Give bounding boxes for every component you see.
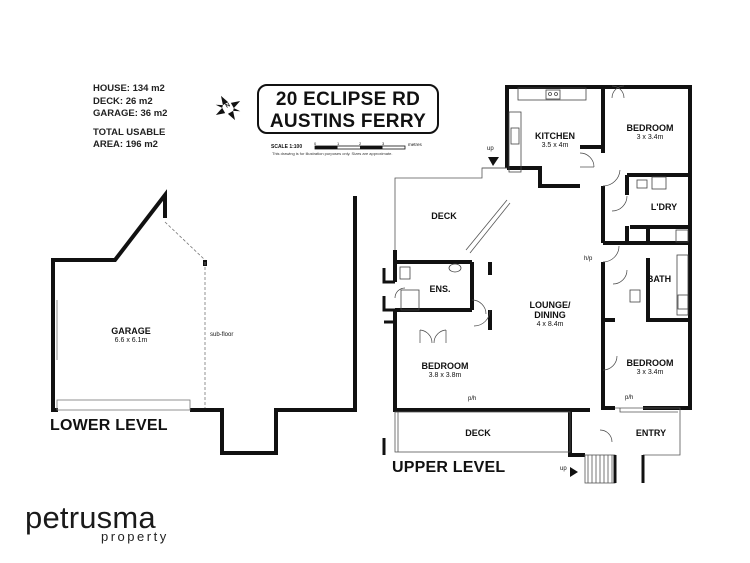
room-bedroom-top: BEDROOM 3 x 3.4m bbox=[627, 123, 674, 141]
room-name: DECK bbox=[465, 428, 491, 438]
area-stats: HOUSE: 134 m2 DECK: 26 m2 GARAGE: 36 m2 … bbox=[93, 83, 167, 152]
scale-unit: metres bbox=[408, 142, 422, 147]
scale-bar bbox=[314, 145, 406, 150]
scale-tick: 0 bbox=[314, 141, 317, 146]
up-label: up bbox=[560, 466, 567, 472]
room-dimensions: 4 x 8.4m bbox=[536, 321, 564, 328]
scale-tick: 2 bbox=[359, 141, 362, 146]
room-ensuite: ENS. bbox=[429, 284, 450, 294]
address-line2: AUSTINS FERRY bbox=[269, 111, 427, 132]
room-name: GARAGE bbox=[111, 326, 151, 336]
room-name-line2: DINING bbox=[534, 310, 566, 320]
room-name: LOUNGE/ bbox=[529, 300, 571, 310]
room-dimensions: 3 x 3.4m bbox=[636, 134, 664, 141]
garage-area: GARAGE: 36 m2 bbox=[93, 108, 168, 119]
room-garage: GARAGE 6.6 x 6.1m bbox=[111, 326, 151, 344]
room-laundry: L'DRY bbox=[651, 202, 677, 212]
upper-level-walls bbox=[393, 85, 692, 457]
hot-water-label: h/p bbox=[584, 256, 593, 262]
total-area: AREA: 196 m2 bbox=[93, 139, 158, 150]
scale-label: SCALE 1:100 bbox=[271, 144, 303, 150]
room-bath: BATH bbox=[647, 274, 671, 284]
up-arrow-icon bbox=[570, 467, 578, 477]
address-line1: 20 ECLIPSE RD bbox=[275, 89, 421, 110]
scale-tick: 1 bbox=[337, 141, 340, 146]
address-box: 20 ECLIPSE RD AUSTINS FERRY bbox=[257, 84, 439, 134]
disclaimer: This drawing is for illustration purpose… bbox=[272, 151, 393, 156]
room-name: BEDROOM bbox=[626, 358, 674, 368]
pantry-label: p/h bbox=[468, 396, 477, 402]
house-area: HOUSE: 134 m2 bbox=[93, 83, 165, 94]
upper-level-title: UPPER LEVEL bbox=[392, 459, 506, 476]
logo-wordmark: petrusma bbox=[25, 500, 156, 535]
room-lounge-dining: LOUNGE/ DINING 4 x 8.4m bbox=[529, 300, 570, 328]
room-deck-lower: DECK bbox=[465, 428, 491, 438]
room-name: ENTRY bbox=[635, 428, 667, 438]
room-dimensions: 6.6 x 6.1m bbox=[114, 337, 148, 344]
room-dimensions: 3.5 x 4m bbox=[541, 142, 569, 149]
room-bedroom-right: BEDROOM 3 x 3.4m bbox=[627, 358, 674, 376]
room-deck-upper: DECK bbox=[431, 211, 457, 221]
room-name: DECK bbox=[431, 211, 457, 221]
room-name: ENS. bbox=[429, 284, 451, 294]
room-kitchen: KITCHEN 3.5 x 4m bbox=[535, 131, 575, 149]
total-label: TOTAL USABLE bbox=[93, 126, 166, 138]
deck-area: DECK: 26 m2 bbox=[93, 95, 153, 107]
room-name: BEDROOM bbox=[421, 361, 469, 371]
scale-tick: 3 bbox=[382, 141, 385, 146]
lower-level-title: LOWER LEVEL bbox=[50, 417, 168, 434]
up-arrow-icon bbox=[488, 157, 499, 166]
room-name: L'DRY bbox=[650, 202, 678, 212]
room-name: KITCHEN bbox=[535, 131, 575, 141]
room-name: BATH bbox=[646, 274, 672, 284]
compass-rose-icon bbox=[215, 95, 241, 121]
room-name: BEDROOM bbox=[626, 123, 674, 133]
up-label: up bbox=[487, 146, 494, 152]
room-bedroom-left: BEDROOM 3.8 x 3.8m bbox=[422, 361, 469, 379]
garage-walls bbox=[51, 189, 357, 455]
room-dimensions: 3 x 3.4m bbox=[636, 369, 664, 376]
room-dimensions: 3.8 x 3.8m bbox=[428, 372, 462, 379]
room-entry: ENTRY bbox=[636, 428, 666, 438]
subfloor-label: sub-floor bbox=[210, 332, 234, 338]
pantry-label: p/h bbox=[625, 395, 634, 401]
logo-subtitle: property bbox=[101, 529, 169, 544]
